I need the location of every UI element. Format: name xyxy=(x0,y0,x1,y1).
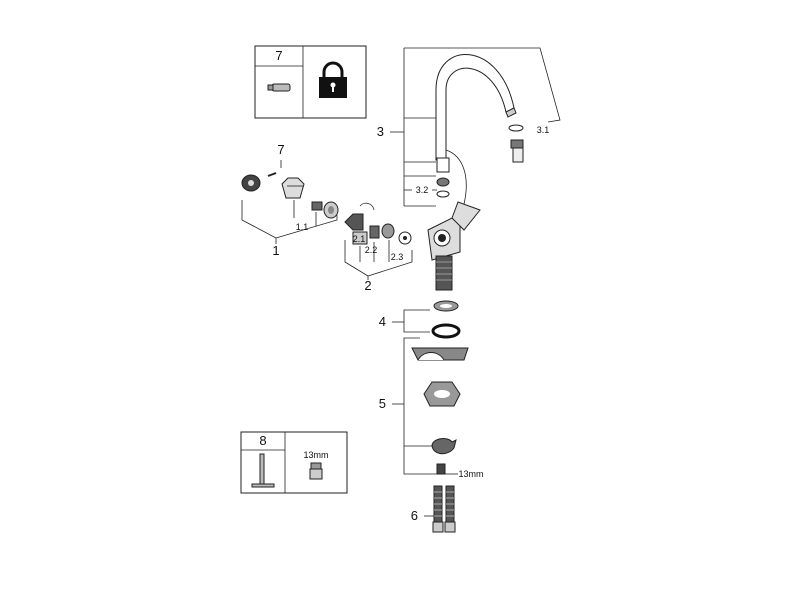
padlock-icon xyxy=(319,61,347,98)
anchor-bracket xyxy=(423,381,461,407)
label-2: 2 xyxy=(364,278,371,293)
label-2-2: 2.2 xyxy=(365,245,378,255)
valve-seat xyxy=(369,225,380,239)
clamp xyxy=(431,438,457,455)
t-wrench-icon xyxy=(251,453,275,488)
adapter-1-1 xyxy=(311,201,323,211)
label-3: 3 xyxy=(377,124,384,139)
label-7-small: 7 xyxy=(277,142,284,157)
box-8-number: 8 xyxy=(259,433,266,448)
box-8: 8 13mm xyxy=(240,431,348,494)
label-1-1: 1.1 xyxy=(296,222,309,232)
box-7-number: 7 xyxy=(275,48,282,63)
fixing-nut xyxy=(436,463,446,475)
cartridge-part-icon xyxy=(267,83,291,92)
cartridge-assembly: 2 2.1 2.2 2.3 xyxy=(344,202,413,293)
handle-cap xyxy=(241,174,261,192)
flex-hoses-6: 6 xyxy=(411,485,456,533)
handle-body xyxy=(281,177,305,199)
sleeve xyxy=(323,201,339,219)
washers-4: 4 xyxy=(379,300,461,339)
cartridge-2-1 xyxy=(344,213,368,245)
seal-2-2 xyxy=(381,223,395,239)
stud-bolt-icon xyxy=(309,462,323,480)
label-1: 1 xyxy=(272,243,279,258)
box-8-wrench-size: 13mm xyxy=(303,450,328,460)
swivel-spout xyxy=(435,54,517,161)
label-6: 6 xyxy=(411,508,418,523)
mixer-body xyxy=(427,201,481,291)
handle-assembly: 1 1.1 7 xyxy=(241,142,339,258)
nut-size-callout: 13mm xyxy=(458,469,483,479)
mounting-kit-5: 5 13mm xyxy=(379,337,484,479)
spring-2-2 xyxy=(359,202,375,211)
spout-collar xyxy=(436,149,467,205)
threaded-shank xyxy=(435,255,453,291)
aerator-3-1 xyxy=(508,124,524,163)
spout-assembly: 3 3.2 3.1 xyxy=(377,47,561,207)
set-screw xyxy=(267,172,277,177)
label-3-1: 3.1 xyxy=(537,125,550,135)
washer-2-3 xyxy=(398,231,412,245)
label-3-2: 3.2 xyxy=(416,185,429,195)
label-4: 4 xyxy=(379,314,386,329)
label-5: 5 xyxy=(379,396,386,411)
label-2-3: 2.3 xyxy=(391,252,404,262)
label-2-1: 2.1 xyxy=(353,234,366,244)
box-7: 7 xyxy=(254,45,367,119)
mounting-plate xyxy=(411,347,469,361)
